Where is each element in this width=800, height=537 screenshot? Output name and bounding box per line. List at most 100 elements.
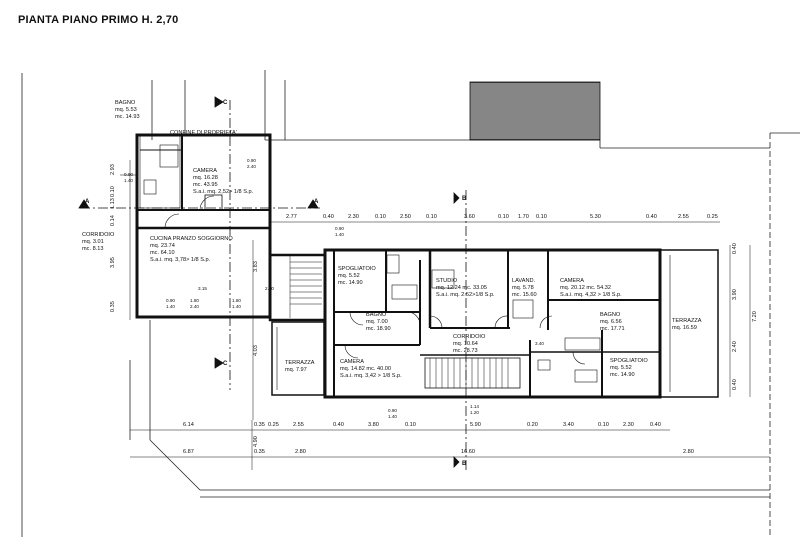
dimension-bottom-total: 6.87 <box>183 449 194 455</box>
opening-dimension: 1.40 <box>388 414 397 419</box>
dimension-top: 3.60 <box>464 214 475 220</box>
room-volume: mc. 18.90 <box>366 326 391 332</box>
room-volume: mc. 17.71 <box>600 326 625 332</box>
room-area: mq. 20.12 mc. 54.32 <box>560 285 611 291</box>
dimension-bottom-total: 16.60 <box>461 449 475 455</box>
section-c-top: C <box>223 100 228 106</box>
room-name: BAGNO <box>115 100 136 106</box>
dimension-left: 3.95 <box>110 257 116 268</box>
dimension-bottom: 3.80 <box>368 422 379 428</box>
dimension-top: 0.40 <box>323 214 334 220</box>
opening-dimension: 2.40 <box>265 286 274 291</box>
opening-dimension: 1.40 <box>124 178 133 183</box>
room-name: CAMERA <box>340 359 364 365</box>
opening-dimension: 0.90 <box>388 408 397 413</box>
room-name: BAGNO <box>366 312 387 318</box>
room-area: mq. 23.74 <box>150 243 175 249</box>
room-name: LAVAND. <box>512 278 536 284</box>
dimension-lines <box>129 160 770 470</box>
dimension-top: 0.10 <box>426 214 437 220</box>
room-volume: mc. 28.73 <box>453 348 478 354</box>
room-name: CUCINA PRANZO SOGGIORNO <box>150 236 233 242</box>
room-area: mq. 7.00 <box>366 319 388 325</box>
dimension-bottom: 2.30 <box>623 422 634 428</box>
dimension-left: 4.90 <box>253 436 259 447</box>
opening-dimension: 2.40 <box>247 164 256 169</box>
left-block-walls <box>120 133 272 319</box>
room-area: mq. 5.52 <box>338 273 360 279</box>
dimension-left: 0.35 <box>110 301 116 312</box>
dimension-bottom-total: 2.80 <box>683 449 694 455</box>
room-volume: S.a.i. mq. 3,42 > 1/8 S.p. <box>340 373 402 379</box>
room-name: TERRAZZA <box>672 318 702 324</box>
room-name: CORRIDOIO <box>82 232 115 238</box>
room-volume: S.a.i. mq. 4,32 > 1/8 S.p. <box>560 292 622 298</box>
room-name: SPOGLIATOIO <box>338 266 376 272</box>
dimension-left: 3.83 <box>253 261 259 272</box>
room-name: CORRIDOIO <box>453 334 486 340</box>
dimension-bottom-total: 0.35 <box>254 449 265 455</box>
dimension-left: 2.93 <box>110 164 116 175</box>
opening-dimension: 0.90 <box>124 172 133 177</box>
dimension-left: 1.13 <box>110 198 116 209</box>
room-name: CAMERA <box>193 168 217 174</box>
opening-dimension: 3.15 <box>198 286 207 291</box>
room-area: mq. 16.59 <box>672 325 697 331</box>
room-area: mq. 5.78 <box>512 285 534 291</box>
room-area: mq. 5.53 <box>115 107 137 113</box>
room-area: mq. 3.01 <box>82 239 104 245</box>
dimension-top: 2.55 <box>678 214 689 220</box>
room-name: SPOGLIATOIO <box>610 358 648 364</box>
room-volume: mc. 15.60 <box>512 292 537 298</box>
dimension-bottom: 0.40 <box>333 422 344 428</box>
opening-dimension: 2.40 <box>190 304 199 309</box>
opening-dimension: 0.90 <box>166 298 175 303</box>
dimension-top: 2.30 <box>348 214 359 220</box>
opening-dimension: 1.14 <box>470 404 479 409</box>
room-volume: mc. 14.90 <box>338 280 363 286</box>
section-b-top: B <box>462 196 467 202</box>
dimension-bottom: 0.25 <box>268 422 279 428</box>
dimension-top: 2.50 <box>400 214 411 220</box>
dimension-top: 1.70 <box>518 214 529 220</box>
neighbour-building-hatch <box>469 81 601 141</box>
dimension-left: 0.10 <box>110 186 116 197</box>
dimension-top: 2.77 <box>286 214 297 220</box>
opening-dimension: 1.40 <box>166 304 175 309</box>
room-area: mq. 6.56 <box>600 319 622 325</box>
room-name: BAGNO <box>600 312 621 318</box>
room-area: mq. 7.97 <box>285 367 307 373</box>
room-area: mq. 14.82 mc. 40.00 <box>340 366 391 372</box>
section-b-bottom: B <box>462 461 467 467</box>
dimension-bottom: 0.10 <box>405 422 416 428</box>
opening-dimension: 3.40 <box>535 341 544 346</box>
opening-dimension: 1.20 <box>470 410 479 415</box>
opening-dimension: 1.80 <box>190 298 199 303</box>
opening-labels: 0.901.400.902.401.802.400.901.401.801.40… <box>124 158 544 419</box>
plan-title: PIANTA PIANO PRIMO H. 2,70 <box>18 14 179 26</box>
dimension-right: 2.40 <box>732 341 738 352</box>
section-c-bottom: C <box>223 361 228 367</box>
room-sai: S.a.i. mq. 3,78> 1/8 S.p. <box>150 257 211 263</box>
dimension-bottom: 2.55 <box>293 422 304 428</box>
dimension-bottom: 0.20 <box>527 422 538 428</box>
dimension-bottom: 0.10 <box>598 422 609 428</box>
dimension-top: 0.40 <box>646 214 657 220</box>
room-name: STUDIO <box>436 278 458 284</box>
dimension-top: 5.30 <box>590 214 601 220</box>
dimension-bottom: 0.35 <box>254 422 265 428</box>
room-name: CAMERA <box>560 278 584 284</box>
room-volume: mc. 14.93 <box>115 114 140 120</box>
dimension-top: 0.10 <box>536 214 547 220</box>
room-volume: mc. 8.13 <box>82 246 103 252</box>
opening-dimension: 1.40 <box>335 232 344 237</box>
room-name: TERRAZZA <box>285 360 315 366</box>
opening-dimension: 1.40 <box>232 304 241 309</box>
section-a-left: A <box>85 199 90 205</box>
stair-landing <box>268 253 327 322</box>
dimension-top: 0.10 <box>375 214 386 220</box>
room-volume: mc. 64.10 <box>150 250 175 256</box>
room-area: mq. 10.64 <box>453 341 478 347</box>
dimension-top: 0.25 <box>707 214 718 220</box>
